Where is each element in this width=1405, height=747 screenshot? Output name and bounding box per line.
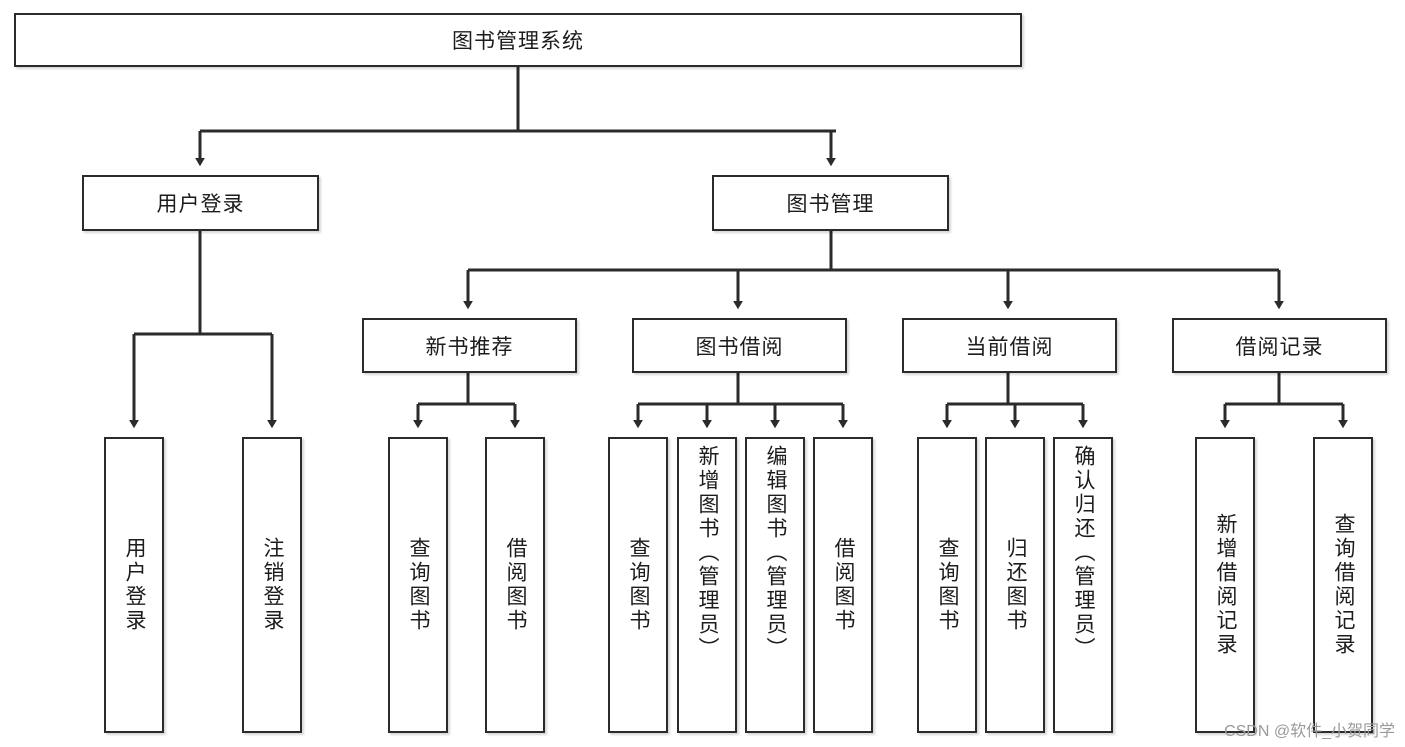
leaf-edit-book-admin[interactable]: 编辑图书（管理员） bbox=[745, 437, 805, 733]
leaf-confirm-return-admin[interactable]: 确认归还（管理员） bbox=[1053, 437, 1113, 733]
leaf-add-book-admin[interactable]: 新增图书（管理员） bbox=[677, 437, 737, 733]
leaf-query-book-recommend[interactable]: 查询图书 bbox=[388, 437, 448, 733]
node-borrow-record[interactable]: 借阅记录 bbox=[1172, 318, 1387, 373]
node-book-borrow[interactable]: 图书借阅 bbox=[632, 318, 847, 373]
leaf-logout[interactable]: 注销登录 bbox=[242, 437, 302, 733]
node-root-system[interactable]: 图书管理系统 bbox=[14, 13, 1022, 67]
csdn-watermark: CSDN @软件_小贺同学 bbox=[1224, 723, 1395, 740]
leaf-query-book-current[interactable]: 查询图书 bbox=[917, 437, 977, 733]
leaf-return-book[interactable]: 归还图书 bbox=[985, 437, 1045, 733]
leaf-borrow-book[interactable]: 借阅图书 bbox=[813, 437, 873, 733]
node-new-book-recommend[interactable]: 新书推荐 bbox=[362, 318, 577, 373]
leaf-query-borrow-record[interactable]: 查询借阅记录 bbox=[1313, 437, 1373, 733]
leaf-add-borrow-record[interactable]: 新增借阅记录 bbox=[1195, 437, 1255, 733]
node-current-borrow[interactable]: 当前借阅 bbox=[902, 318, 1117, 373]
leaf-borrow-book-recommend[interactable]: 借阅图书 bbox=[485, 437, 545, 733]
leaf-user-login[interactable]: 用户登录 bbox=[104, 437, 164, 733]
node-book-management[interactable]: 图书管理 bbox=[712, 175, 949, 231]
leaf-query-book-borrow[interactable]: 查询图书 bbox=[608, 437, 668, 733]
node-user-login[interactable]: 用户登录 bbox=[82, 175, 319, 231]
